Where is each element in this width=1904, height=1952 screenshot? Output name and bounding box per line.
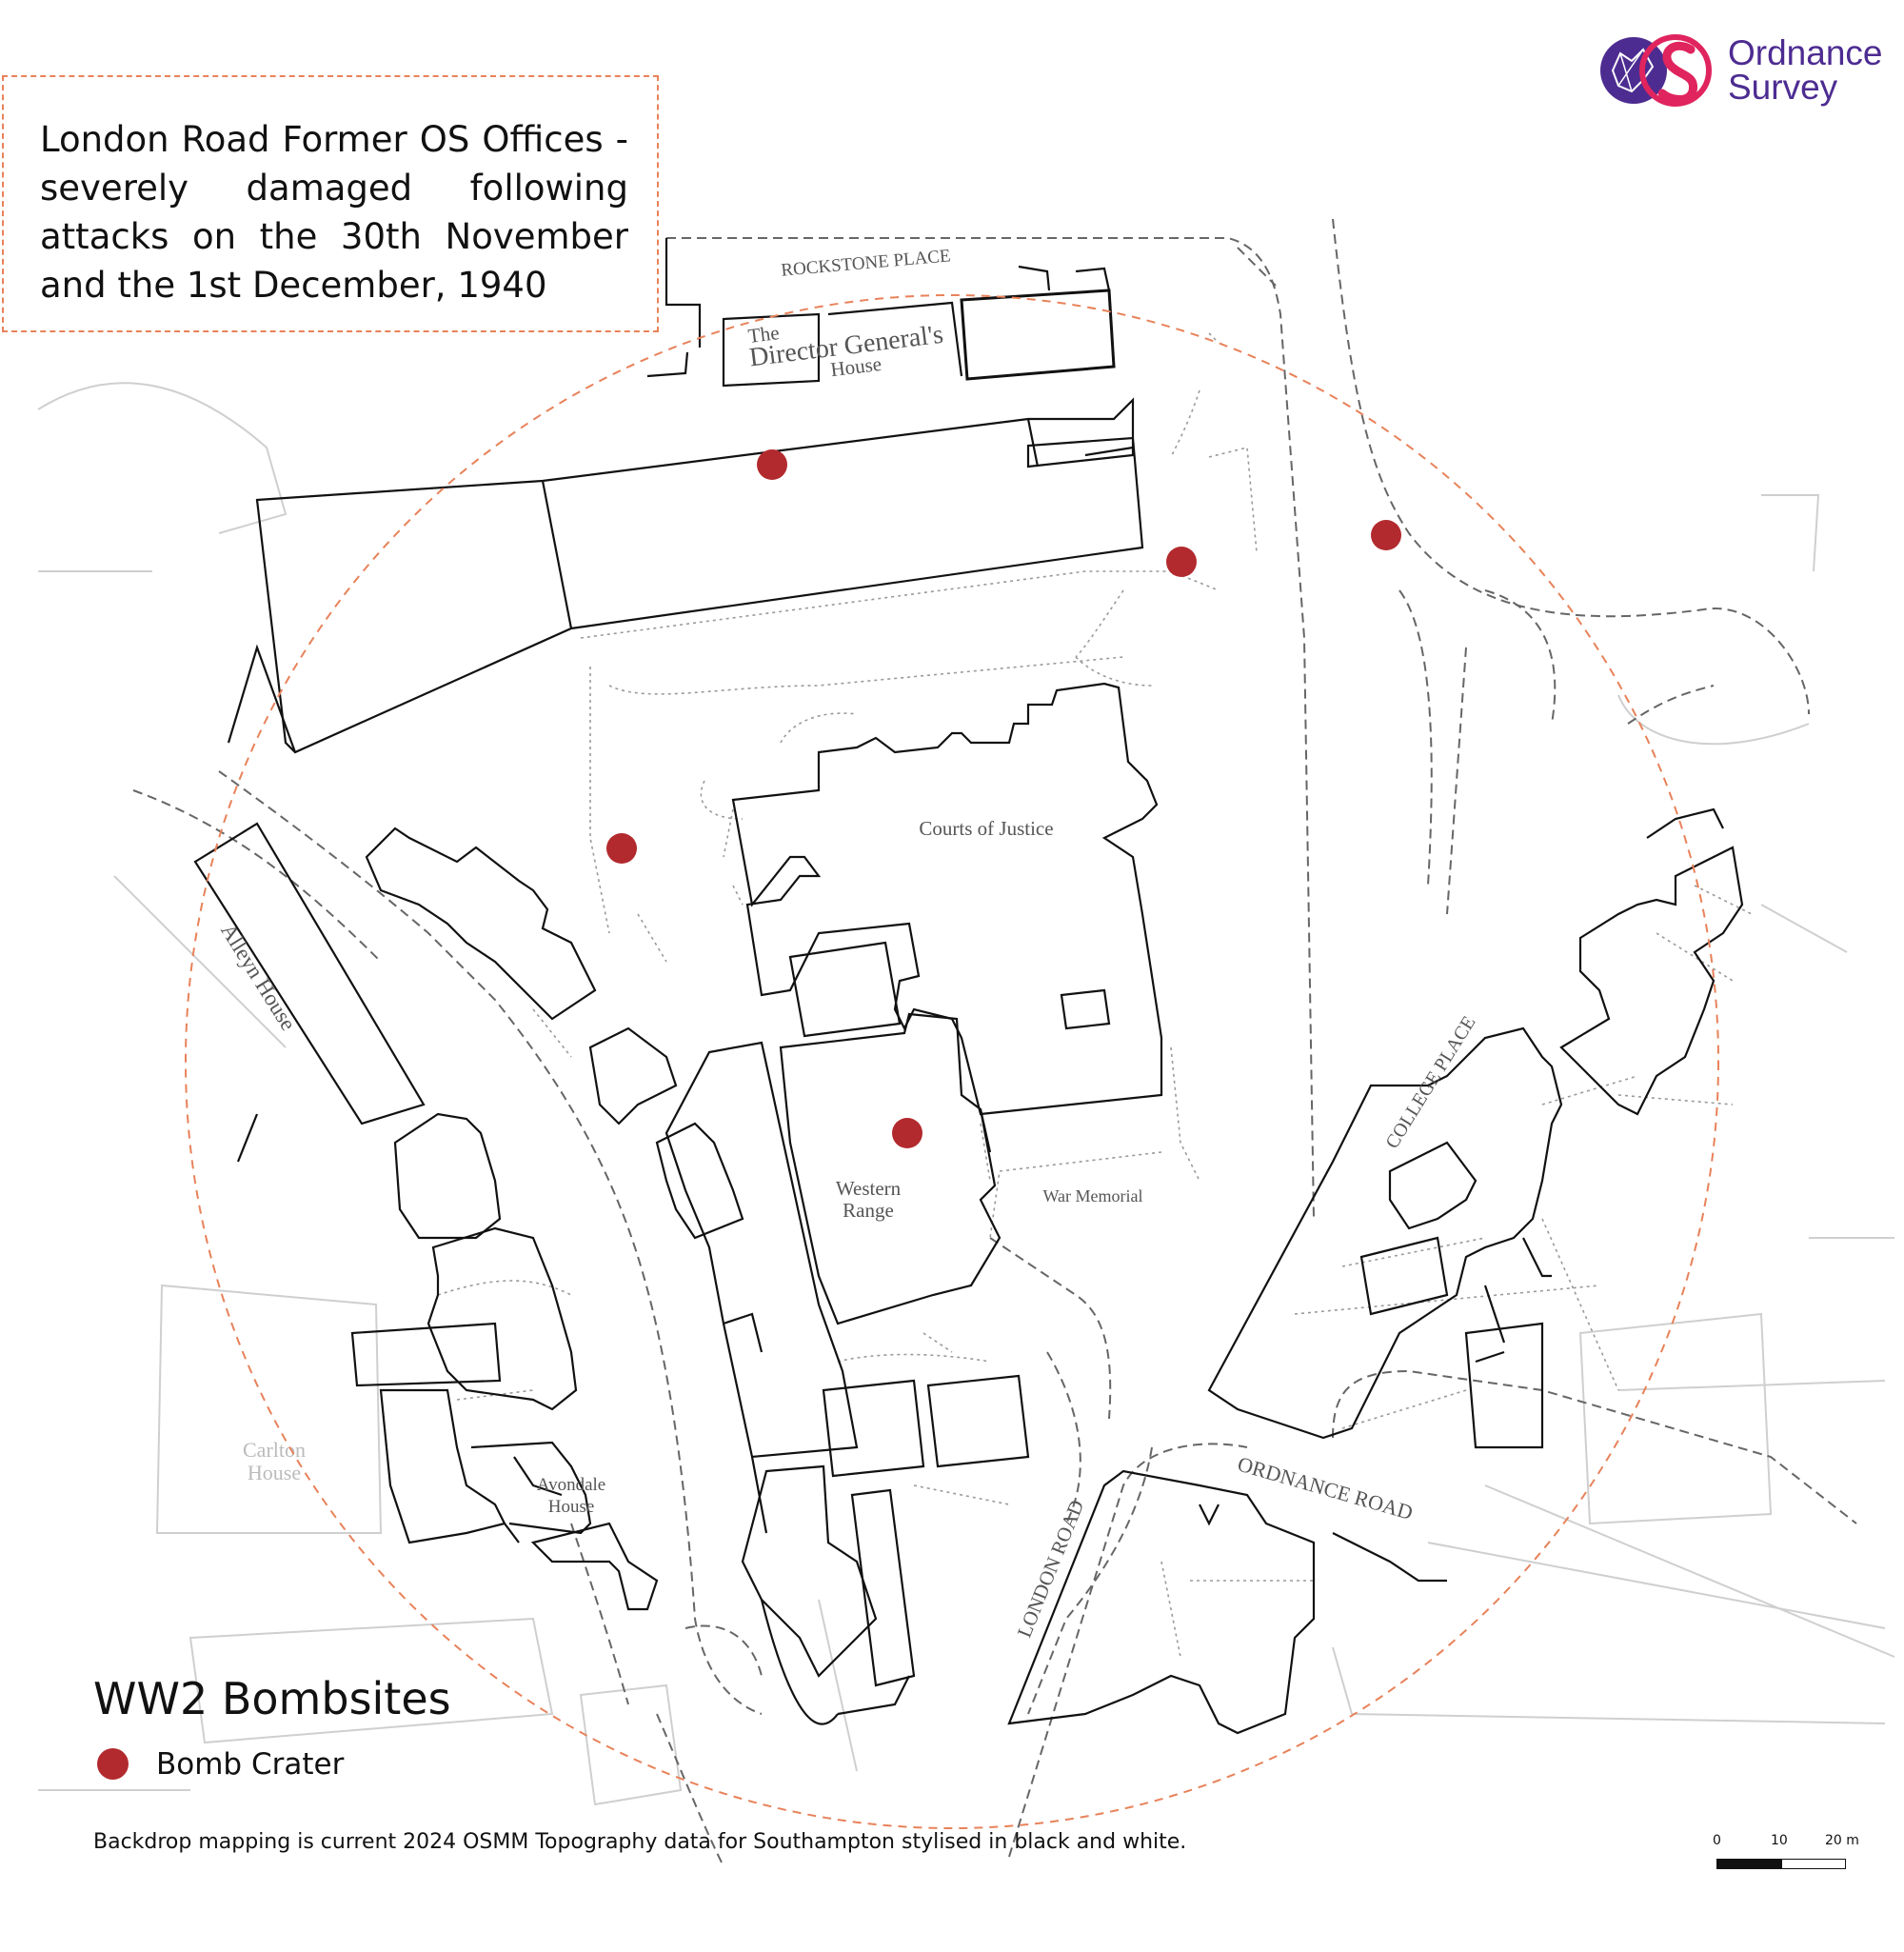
blast-radius-ring [185,294,1719,1829]
title-panel: London Road Former OS Offices - severely… [2,75,659,332]
backdrop-labels: Carlton House [243,1438,306,1484]
ordnance-survey-logo: Ordnance Survey [1599,32,1885,109]
street-label-college-place: COLLEGE PLACE [1381,1012,1479,1152]
western-range-label-2: Range [843,1199,894,1222]
bomb-crater-dot-icon [97,1748,129,1780]
ordnance-survey-emblem-icon [1600,34,1712,107]
courts-of-justice-label: Courts of Justice [919,817,1053,840]
scale-label-0: 0 [1713,1833,1721,1848]
buildings [193,238,1744,1735]
roads [132,218,1857,1867]
directors-house-label-1: The [746,321,780,348]
avondale-house-label-1: Avondale [537,1475,605,1495]
scale-label-20: 20 m [1825,1833,1859,1848]
bomb-crater-marker[interactable] [1166,547,1197,577]
carlton-label-1: Carlton [243,1438,306,1462]
legend-title: WW2 Bombsites [93,1673,451,1724]
bomb-crater-marker[interactable] [892,1118,922,1148]
street-label-ordnance-road: ORDNANCE ROAD [1235,1452,1416,1524]
map-title: London Road Former OS Offices - severely… [40,119,628,306]
bomb-crater-marker[interactable] [606,833,637,864]
bomb-crater-marker[interactable] [757,449,787,480]
scale-segment-dark [1716,1859,1781,1869]
ordnance-survey-wordmark: Ordnance Survey [1728,33,1883,107]
alleyn-house-label: Alleyn House [216,919,301,1034]
bomb-crater-marker[interactable] [1371,520,1401,550]
avondale-house-label-2: House [548,1497,595,1517]
backdrop-mapping [37,382,1895,1806]
source-footnote: Backdrop mapping is current 2024 OSMM To… [93,1830,1187,1854]
bomb-craters [606,449,1401,1148]
brand-line-1: Ordnance [1728,33,1883,72]
street-label-rockstone-place: ROCKSTONE PLACE [781,246,952,280]
western-range-label-1: Western [836,1177,902,1200]
brand-line-2: Survey [1728,68,1838,107]
war-memorial-label: War Memorial [1042,1186,1142,1205]
scale-label-10: 10 [1771,1833,1788,1848]
legend-label: Bomb Crater [156,1747,345,1782]
scale-segment-light [1781,1859,1846,1869]
carlton-label-2: House [248,1461,301,1484]
directors-house-label-3: House [829,352,883,381]
scale-bar: 0 10 20 m [1709,1833,1861,1871]
pavement-outlines [437,332,1753,1658]
